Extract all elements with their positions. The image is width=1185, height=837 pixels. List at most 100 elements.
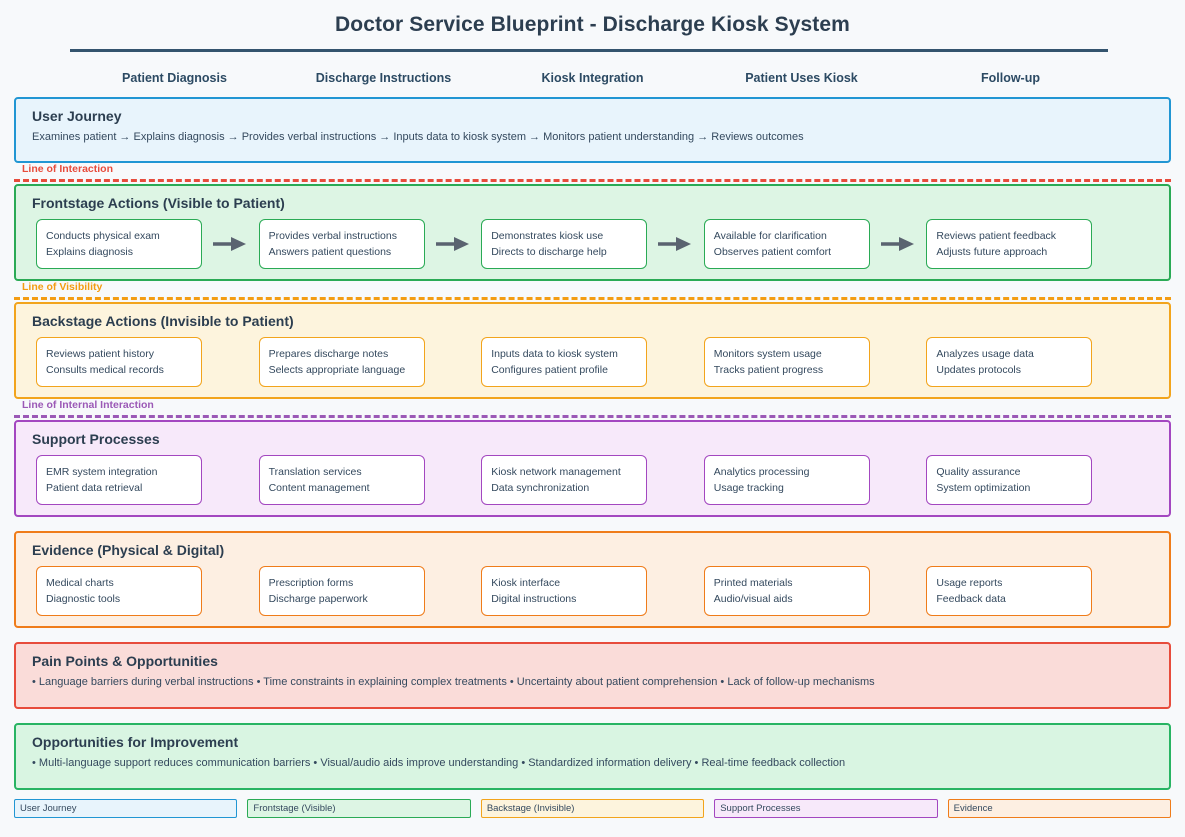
- backstage-card[interactable]: Monitors system usage Tracks patient pro…: [703, 337, 870, 387]
- card-line-1: EMR system integration: [46, 466, 158, 478]
- card-line-1: Analytics processing: [713, 466, 810, 478]
- card-slot: Available for clarification Observes pat…: [703, 219, 927, 269]
- card-line-2: System optimization: [936, 482, 1031, 494]
- band-pain-points: Pain Points & Opportunities • Language b…: [14, 642, 1171, 709]
- separator-label-visibility: Line of Visibility: [22, 281, 103, 293]
- card-slot: Kiosk interface Digital instructions: [481, 566, 704, 616]
- card-line-1: Demonstrates kiosk use: [491, 230, 604, 242]
- backstage-card[interactable]: Prepares discharge notes Selects appropr…: [258, 337, 425, 387]
- legend-item-evidence: Evidence: [947, 799, 1172, 818]
- stage-label-kiosk-integration: Kiosk Integration: [541, 71, 644, 85]
- flow-arrow-icon: [425, 236, 482, 252]
- card-slot: Translation services Content management: [258, 455, 482, 505]
- card-slot: Kiosk network management Data synchroniz…: [481, 455, 704, 505]
- card-slot: Provides verbal instructions Answers pat…: [258, 219, 482, 269]
- card-line-1: Provides verbal instructions: [268, 230, 397, 242]
- separator-line-of-internal-interaction: Line of Internal Interaction: [14, 399, 1171, 420]
- card-slot: Printed materials Audio/visual aids: [703, 566, 927, 616]
- card-line-2: Adjusts future approach: [936, 246, 1048, 258]
- card-slot: Reviews patient history Consults medical…: [36, 337, 259, 387]
- card-line-2: Selects appropriate language: [268, 364, 406, 376]
- card-line-2: Tracks patient progress: [713, 364, 824, 376]
- card-slot: Conducts physical exam Explains diagnosi…: [36, 219, 259, 269]
- legend: User Journey Frontstage (Visible) Backst…: [14, 790, 1172, 818]
- band-title-opportunities: Opportunities for Improvement: [32, 734, 239, 750]
- card-slot: Reviews patient feedback Adjusts future …: [926, 219, 1149, 269]
- card-line-1: Conducts physical exam: [46, 230, 160, 242]
- card-line-2: Patient data retrieval: [46, 482, 143, 494]
- spacer: [0, 85, 1185, 97]
- card-line-2: Answers patient questions: [268, 246, 392, 258]
- frontstage-card-row: Conducts physical exam Explains diagnosi…: [16, 211, 1169, 279]
- flow-arrow-icon: [202, 236, 259, 252]
- card-line-1: Translation services: [268, 466, 362, 478]
- stage-header-row: Patient Diagnosis Discharge Instructions…: [0, 37, 1185, 85]
- band-title-backstage: Backstage Actions (Invisible to Patient): [32, 313, 294, 329]
- legend-item-user-journey: User Journey: [14, 799, 238, 818]
- band-title-user-journey: User Journey: [32, 108, 122, 124]
- band-title-pain-points: Pain Points & Opportunities: [32, 653, 218, 669]
- support-card[interactable]: Quality assurance System optimization: [926, 455, 1093, 505]
- spacer: [0, 517, 1185, 531]
- evidence-card[interactable]: Usage reports Feedback data: [926, 566, 1093, 616]
- evidence-card[interactable]: Printed materials Audio/visual aids: [703, 566, 870, 616]
- card-line-2: Audio/visual aids: [713, 593, 793, 605]
- card-line-1: Monitors system usage: [713, 348, 822, 360]
- card-line-1: Available for clarification: [713, 230, 827, 242]
- evidence-card[interactable]: Medical charts Diagnostic tools: [36, 566, 202, 616]
- card-line-2: Discharge paperwork: [268, 593, 368, 605]
- frontstage-card[interactable]: Conducts physical exam Explains diagnosi…: [36, 219, 202, 269]
- card-line-2: Content management: [268, 482, 370, 494]
- evidence-card[interactable]: Kiosk interface Digital instructions: [481, 566, 648, 616]
- stage-label-patient-diagnosis: Patient Diagnosis: [122, 71, 227, 85]
- card-line-2: Configures patient profile: [491, 364, 608, 376]
- card-line-1: Medical charts: [46, 577, 114, 589]
- card-line-1: Kiosk network management: [491, 466, 621, 478]
- card-line-2: Feedback data: [936, 593, 1006, 605]
- separator-rule-interaction: [14, 179, 1171, 182]
- card-line-2: Observes patient comfort: [713, 246, 832, 258]
- support-card[interactable]: Translation services Content management: [258, 455, 425, 505]
- card-slot: Quality assurance System optimization: [926, 455, 1149, 505]
- card-line-2: Consults medical records: [46, 364, 164, 376]
- backstage-card[interactable]: Reviews patient history Consults medical…: [36, 337, 202, 387]
- card-line-2: Digital instructions: [491, 593, 577, 605]
- legend-item-frontstage: Frontstage (Visible): [247, 799, 471, 818]
- card-slot: Analytics processing Usage tracking: [703, 455, 927, 505]
- support-card[interactable]: Analytics processing Usage tracking: [703, 455, 870, 505]
- card-line-1: Reviews patient history: [46, 348, 154, 360]
- support-card-row: EMR system integration Patient data retr…: [16, 447, 1169, 515]
- card-line-1: Prescription forms: [268, 577, 354, 589]
- band-user-journey: User Journey Examines patient → Explains…: [14, 97, 1171, 163]
- support-card[interactable]: EMR system integration Patient data retr…: [36, 455, 202, 505]
- card-line-1: Quality assurance: [936, 466, 1021, 478]
- frontstage-card[interactable]: Demonstrates kiosk use Directs to discha…: [481, 219, 648, 269]
- frontstage-card[interactable]: Reviews patient feedback Adjusts future …: [926, 219, 1093, 269]
- separator-rule-visibility: [14, 297, 1171, 300]
- frontstage-card[interactable]: Available for clarification Observes pat…: [703, 219, 870, 269]
- evidence-card-row: Medical charts Diagnostic tools Prescrip…: [16, 558, 1169, 626]
- band-support-processes: Support Processes EMR system integration…: [14, 420, 1171, 517]
- flow-arrow-icon: [647, 236, 704, 252]
- card-line-2: Diagnostic tools: [46, 593, 121, 605]
- spacer: [0, 628, 1185, 642]
- backstage-card[interactable]: Analyzes usage data Updates protocols: [926, 337, 1093, 387]
- opportunities-items: • Multi-language support reduces communi…: [32, 757, 846, 769]
- band-opportunities: Opportunities for Improvement • Multi-la…: [14, 723, 1171, 790]
- card-line-1: Analyzes usage data: [936, 348, 1034, 360]
- separator-label-interaction: Line of Interaction: [22, 163, 114, 175]
- card-line-1: Kiosk interface: [491, 577, 561, 589]
- card-slot: Prescription forms Discharge paperwork: [258, 566, 482, 616]
- card-line-1: Usage reports: [936, 577, 1003, 589]
- card-slot: EMR system integration Patient data retr…: [36, 455, 259, 505]
- evidence-card[interactable]: Prescription forms Discharge paperwork: [258, 566, 425, 616]
- card-line-2: Explains diagnosis: [46, 246, 133, 258]
- spacer: [0, 709, 1185, 723]
- card-slot: Analyzes usage data Updates protocols: [926, 337, 1149, 387]
- card-line-2: Updates protocols: [936, 364, 1022, 376]
- card-line-1: Inputs data to kiosk system: [491, 348, 618, 360]
- frontstage-card[interactable]: Provides verbal instructions Answers pat…: [258, 219, 425, 269]
- card-line-1: Reviews patient feedback: [936, 230, 1057, 242]
- backstage-card[interactable]: Inputs data to kiosk system Configures p…: [481, 337, 648, 387]
- support-card[interactable]: Kiosk network management Data synchroniz…: [481, 455, 648, 505]
